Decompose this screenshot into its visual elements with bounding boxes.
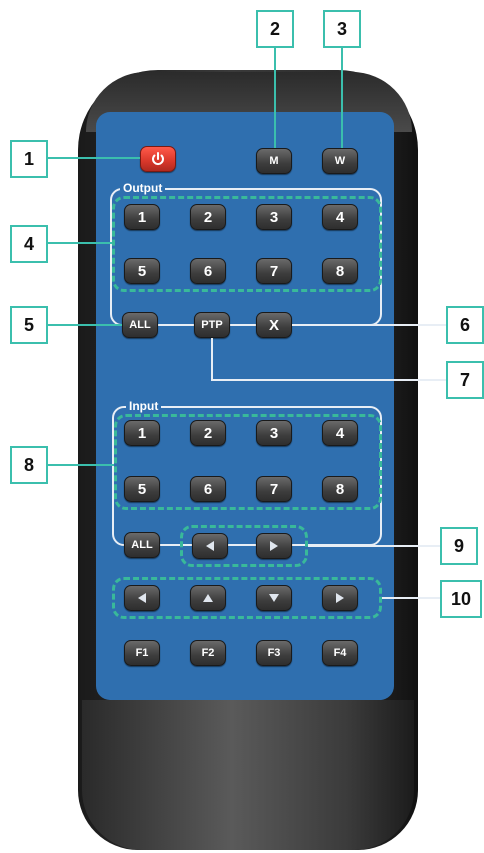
- output-button-8[interactable]: 8: [322, 258, 358, 284]
- output-number-highlight: [112, 196, 382, 292]
- input-button-3[interactable]: 3: [256, 420, 292, 446]
- output-group-label: Output: [120, 181, 166, 195]
- callout-9: 9: [440, 527, 478, 565]
- power-button[interactable]: [140, 146, 176, 172]
- left-arrow-icon: [206, 541, 214, 551]
- dpad-highlight: [112, 577, 382, 619]
- nav-left-button[interactable]: [192, 533, 228, 559]
- power-icon: [152, 152, 164, 165]
- output-button-6[interactable]: 6: [190, 258, 226, 284]
- callout-10: 10: [440, 580, 482, 618]
- input-button-2[interactable]: 2: [190, 420, 226, 446]
- right-arrow-icon: [270, 541, 278, 551]
- input-button-6[interactable]: 6: [190, 476, 226, 502]
- callout-6: 6: [446, 306, 484, 344]
- callout-3: 3: [323, 10, 361, 48]
- output-button-7[interactable]: 7: [256, 258, 292, 284]
- ptp-button[interactable]: PTP: [194, 312, 230, 338]
- callout-7: 7: [446, 361, 484, 399]
- input-button-4[interactable]: 4: [322, 420, 358, 446]
- output-button-5[interactable]: 5: [124, 258, 160, 284]
- nav-pair-highlight: [180, 525, 308, 567]
- dpad-up-button[interactable]: [190, 585, 226, 611]
- dpad-right-button[interactable]: [322, 585, 358, 611]
- callout-4: 4: [10, 225, 48, 263]
- f2-button[interactable]: F2: [190, 640, 226, 666]
- m-button[interactable]: M: [256, 148, 292, 174]
- down-arrow-icon: [269, 594, 279, 602]
- f1-button[interactable]: F1: [124, 640, 160, 666]
- left-arrow-icon: [138, 593, 146, 603]
- output-button-4[interactable]: 4: [322, 204, 358, 230]
- output-all-button[interactable]: ALL: [122, 312, 158, 338]
- up-arrow-icon: [203, 594, 213, 602]
- dpad-down-button[interactable]: [256, 585, 292, 611]
- input-all-button[interactable]: ALL: [124, 532, 160, 558]
- input-group-label: Input: [126, 399, 162, 413]
- input-button-1[interactable]: 1: [124, 420, 160, 446]
- dpad-left-button[interactable]: [124, 585, 160, 611]
- input-number-highlight: [114, 414, 382, 510]
- input-button-7[interactable]: 7: [256, 476, 292, 502]
- w-button[interactable]: W: [322, 148, 358, 174]
- callout-2: 2: [256, 10, 294, 48]
- output-button-1[interactable]: 1: [124, 204, 160, 230]
- nav-right-button[interactable]: [256, 533, 292, 559]
- callout-1: 1: [10, 140, 48, 178]
- input-button-8[interactable]: 8: [322, 476, 358, 502]
- right-arrow-icon: [336, 593, 344, 603]
- clear-x-button[interactable]: X: [256, 312, 292, 338]
- output-button-2[interactable]: 2: [190, 204, 226, 230]
- f4-button[interactable]: F4: [322, 640, 358, 666]
- input-button-5[interactable]: 5: [124, 476, 160, 502]
- callout-5: 5: [10, 306, 48, 344]
- output-button-3[interactable]: 3: [256, 204, 292, 230]
- remote-bottom-grip: [82, 700, 414, 850]
- callout-8: 8: [10, 446, 48, 484]
- f3-button[interactable]: F3: [256, 640, 292, 666]
